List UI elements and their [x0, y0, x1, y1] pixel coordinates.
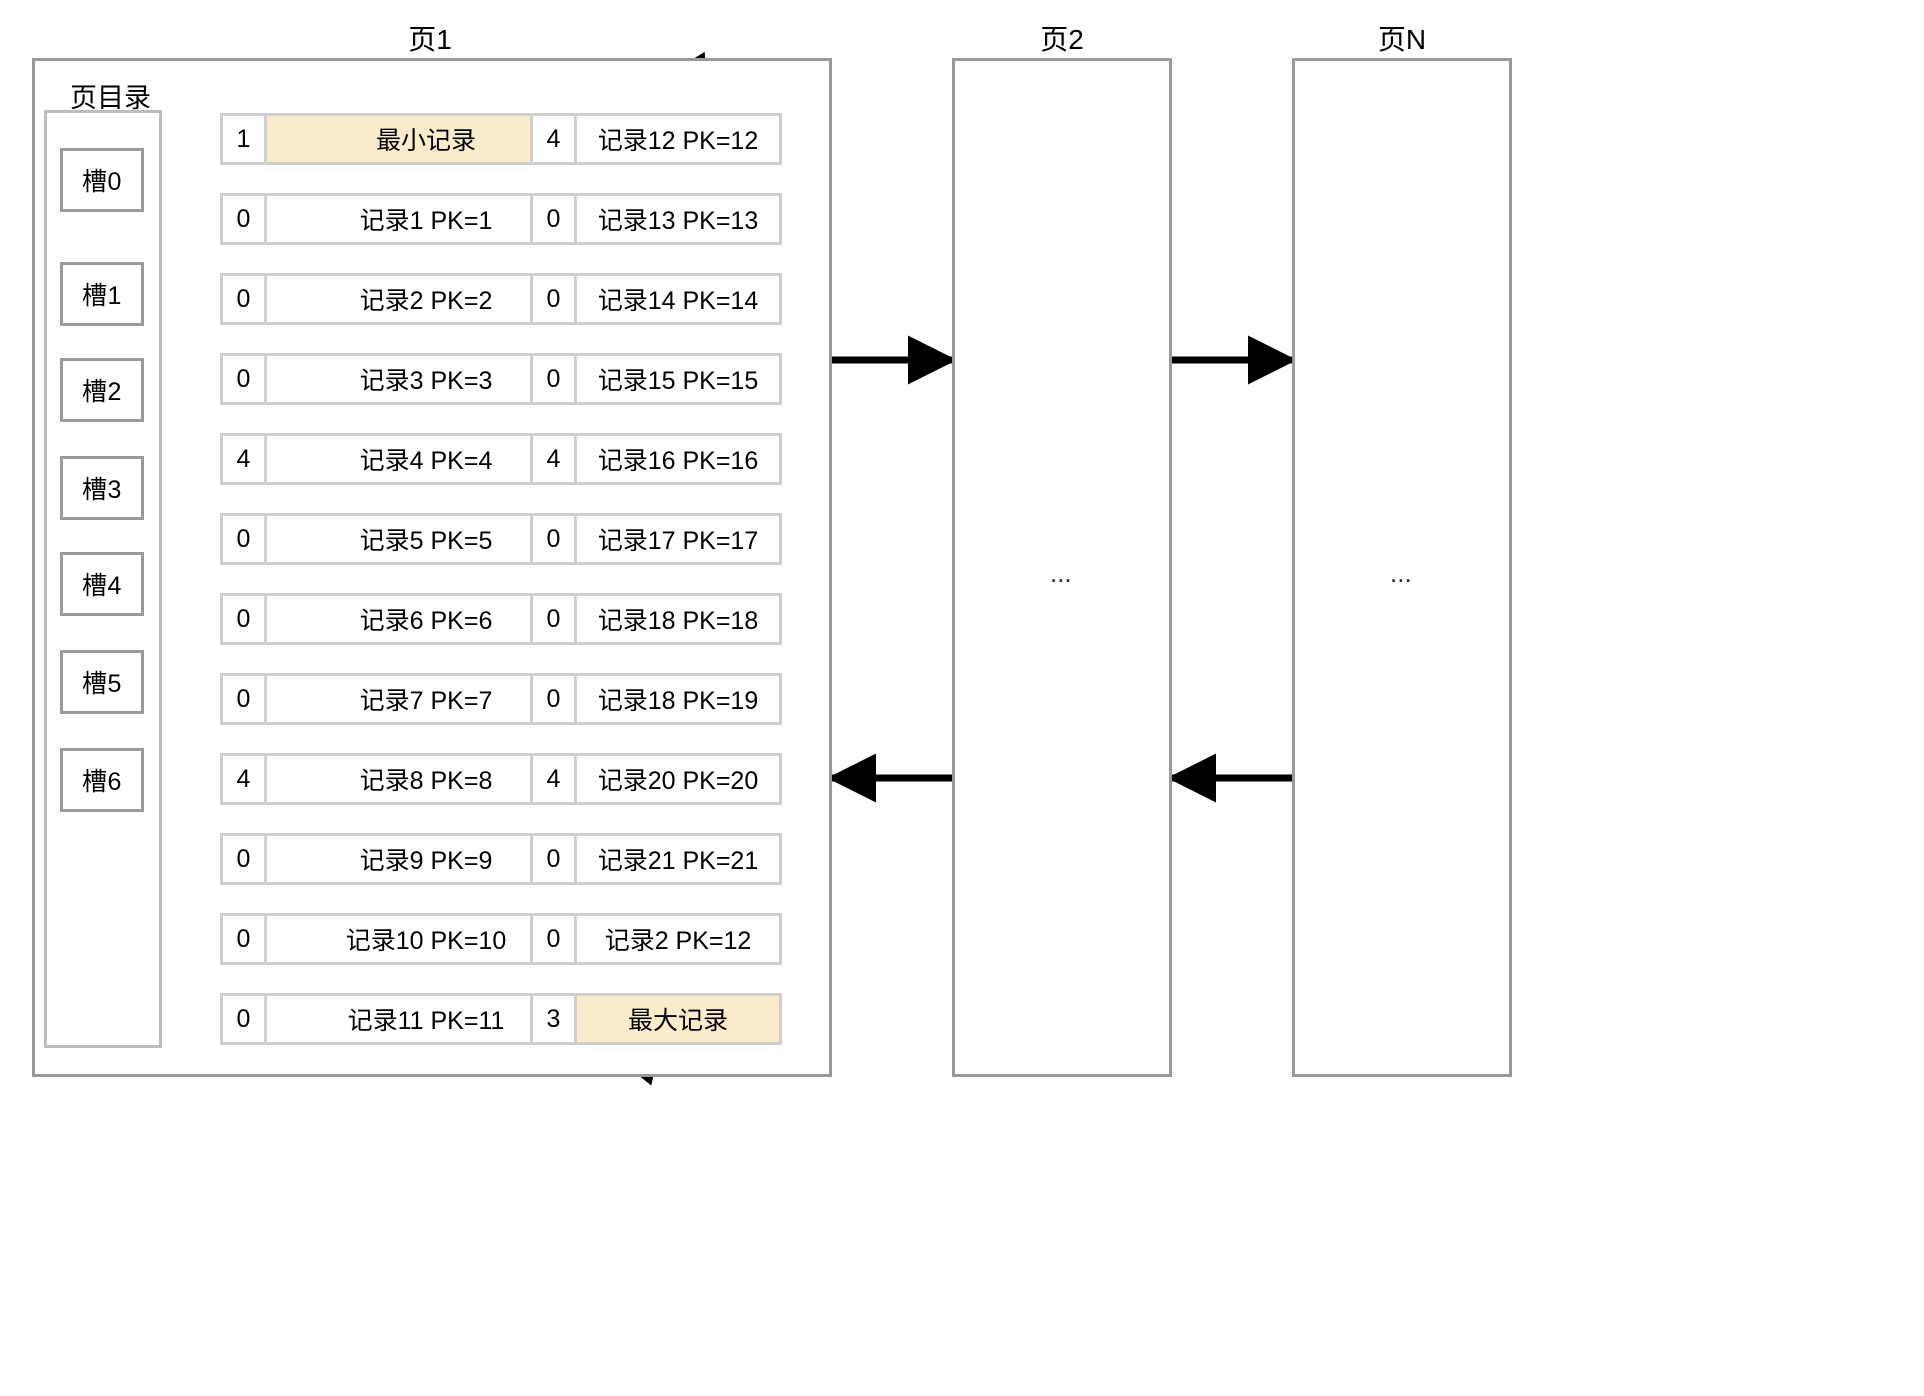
- record-row[interactable]: 4 记录16 PK=16: [530, 433, 782, 485]
- record-next-offset: 0: [223, 516, 267, 562]
- record-row[interactable]: 0 记录15 PK=15: [530, 353, 782, 405]
- record-row[interactable]: 0 记录3 PK=3: [220, 353, 588, 405]
- record-next-offset: 3: [533, 996, 577, 1042]
- record-label: 记录15 PK=15: [577, 356, 779, 402]
- record-label: 记录2 PK=12: [577, 916, 779, 962]
- record-row[interactable]: 0 记录14 PK=14: [530, 273, 782, 325]
- pageN-ellipsis: ...: [1390, 558, 1412, 588]
- record-next-offset: 0: [533, 836, 577, 882]
- record-next-offset: 0: [223, 916, 267, 962]
- slot-0-label: 槽0: [82, 168, 122, 196]
- record-next-offset: 0: [533, 596, 577, 642]
- record-row[interactable]: 0 记录13 PK=13: [530, 193, 782, 245]
- record-next-offset: 0: [223, 836, 267, 882]
- record-label: 记录12 PK=12: [577, 116, 779, 162]
- record-next-offset: 4: [223, 436, 267, 482]
- record-row[interactable]: 0 记录9 PK=9: [220, 833, 588, 885]
- record-label: 记录17 PK=17: [577, 516, 779, 562]
- record-label: 记录21 PK=21: [577, 836, 779, 882]
- page-directory-label: 页目录: [70, 83, 151, 113]
- record-row[interactable]: 0 记录18 PK=18: [530, 593, 782, 645]
- record-next-offset: 0: [533, 196, 577, 242]
- record-next-offset: 1: [223, 116, 267, 162]
- record-next-offset: 0: [223, 356, 267, 402]
- record-label: 记录20 PK=20: [577, 756, 779, 802]
- record-row[interactable]: 0 记录10 PK=10: [220, 913, 588, 965]
- record-row[interactable]: 4 记录20 PK=20: [530, 753, 782, 805]
- record-next-offset: 0: [533, 276, 577, 322]
- slot-5[interactable]: 槽5: [60, 650, 144, 714]
- record-next-offset: 0: [223, 996, 267, 1042]
- page1-title: 页1: [408, 24, 452, 55]
- page2-title: 页2: [1040, 24, 1084, 55]
- slot-6-label: 槽6: [82, 768, 122, 796]
- slot-5-label: 槽5: [82, 670, 122, 698]
- record-next-offset: 0: [223, 196, 267, 242]
- record-label: 记录18 PK=18: [577, 596, 779, 642]
- slot-1[interactable]: 槽1: [60, 262, 144, 326]
- page2-frame: [952, 58, 1172, 1077]
- record-row[interactable]: 0 记录18 PK=19: [530, 673, 782, 725]
- record-label: 记录14 PK=14: [577, 276, 779, 322]
- record-label: 记录16 PK=16: [577, 436, 779, 482]
- record-label: 记录13 PK=13: [577, 196, 779, 242]
- record-next-offset: 0: [533, 676, 577, 722]
- record-next-offset: 4: [223, 756, 267, 802]
- slot-6[interactable]: 槽6: [60, 748, 144, 812]
- record-next-offset: 0: [533, 516, 577, 562]
- record-next-offset: 0: [223, 676, 267, 722]
- record-next-offset: 0: [223, 596, 267, 642]
- record-next-offset: 4: [533, 116, 577, 162]
- slot-0[interactable]: 槽0: [60, 148, 144, 212]
- slot-2[interactable]: 槽2: [60, 358, 144, 422]
- record-label: 记录18 PK=19: [577, 676, 779, 722]
- slot-4[interactable]: 槽4: [60, 552, 144, 616]
- record-next-offset: 0: [223, 276, 267, 322]
- page2-ellipsis: ...: [1050, 558, 1072, 588]
- record-next-offset: 0: [533, 356, 577, 402]
- slot-3[interactable]: 槽3: [60, 456, 144, 520]
- record-row[interactable]: 4 记录12 PK=12: [530, 113, 782, 165]
- slot-1-label: 槽1: [82, 282, 122, 310]
- slot-2-label: 槽2: [82, 378, 122, 406]
- record-next-offset: 0: [533, 916, 577, 962]
- record-next-offset: 4: [533, 436, 577, 482]
- slot-3-label: 槽3: [82, 476, 122, 504]
- record-row[interactable]: 0 记录17 PK=17: [530, 513, 782, 565]
- pageN-title: 页N: [1377, 24, 1427, 55]
- record-row[interactable]: 3 最大记录: [530, 993, 782, 1045]
- record-row[interactable]: 0 记录2 PK=12: [530, 913, 782, 965]
- record-row[interactable]: 0 记录21 PK=21: [530, 833, 782, 885]
- record-label: 最大记录: [577, 996, 779, 1042]
- record-next-offset: 4: [533, 756, 577, 802]
- pageN-frame: [1292, 58, 1512, 1077]
- slot-4-label: 槽4: [82, 572, 122, 600]
